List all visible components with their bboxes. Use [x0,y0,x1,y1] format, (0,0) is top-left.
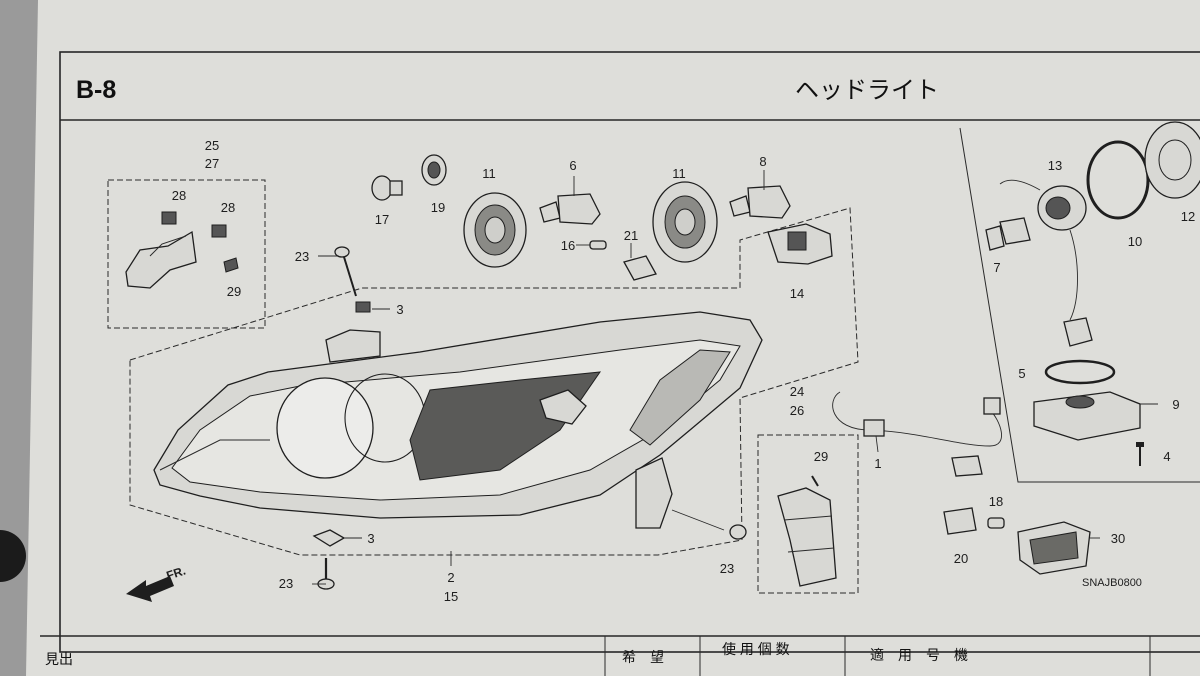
hid-bulb-7 [985,217,1031,251]
bulb-16 [589,240,607,250]
callout-4: 4 [1163,449,1170,464]
leader-lines [312,170,1158,585]
callout-labels: 25 27 28 28 29 17 19 11 6 16 11 21 8 14 … [172,138,1195,604]
callout-7: 7 [993,260,1000,275]
socket-20 [943,507,977,535]
clip-3a [355,301,371,313]
callout-24: 24 [790,384,804,399]
col-quantity: 使 用 個 数 [722,641,790,657]
callout-28b: 28 [221,200,235,215]
callout-11a: 11 [482,166,496,181]
socket-19 [421,154,447,186]
callout-3b: 3 [367,531,374,546]
callout-8: 8 [759,154,766,169]
bolt-23a [334,246,357,297]
callout-19: 19 [431,200,445,215]
bulb-8 [729,185,791,219]
wiring-harness-1 [832,391,1002,477]
callout-14: 14 [790,286,804,301]
gasket-5 [1044,359,1116,385]
bolt-23c [729,524,747,540]
callout-11b: 11 [672,166,686,181]
callout-21: 21 [624,228,638,243]
screw-29 [811,475,819,487]
callout-28a: 28 [172,188,186,203]
callout-9: 9 [1172,397,1179,412]
seal-11-right [652,181,718,263]
callout-13: 13 [1048,158,1062,173]
front-arrow-label: FR. [165,564,188,583]
callout-26: 26 [790,403,804,418]
callout-25: 25 [205,138,219,153]
bracket-kit-box-2 [757,434,859,594]
col-request: 希 望 [622,649,664,665]
callout-18: 18 [989,494,1003,509]
col-name: 見出 [45,651,73,667]
callout-3a: 3 [396,302,403,317]
cap-12 [1144,121,1200,199]
callout-12: 12 [1181,209,1195,224]
o-ring-10 [1086,140,1150,220]
igniter-13 [999,179,1093,347]
side-marker-30 [1017,521,1091,575]
callout-23b: 23 [279,576,293,591]
headlight-assembly-box [129,207,859,556]
bracket-kit-box [107,179,266,329]
parts-table-header: 見出 希 望 使 用 個 数 適 用 号 機 [45,636,1151,676]
binder-hole [0,530,26,582]
callout-27: 27 [205,156,219,171]
mount-bracket [125,211,239,289]
diagram-code: SNAJB0800 [1082,577,1142,589]
callout-5: 5 [1018,366,1025,381]
section-code: B-8 [76,76,116,104]
callout-2: 2 [447,570,454,585]
bulb-6 [539,193,601,225]
front-arrow-icon: FR. [126,564,187,602]
bulb-17 [371,175,403,201]
callout-15: 15 [444,589,458,604]
socket-21 [623,255,657,281]
callout-29b: 29 [814,449,828,464]
headlight-housing [153,311,763,529]
callout-1: 1 [874,456,881,471]
callout-10: 10 [1128,234,1142,249]
diagram-frame [59,51,1200,653]
callout-17: 17 [375,212,389,227]
section-title: ヘッドライト [795,77,939,104]
callout-23a: 23 [295,249,309,264]
hid-group-frame [959,127,1200,483]
socket-14 [767,223,833,265]
col-applicable: 適 用 号 機 [870,647,968,663]
callout-6: 6 [569,158,576,173]
callout-20: 20 [954,551,968,566]
ballast-9 [1033,391,1141,441]
callout-23c: 23 [720,561,734,576]
side-bracket [777,487,837,587]
callout-16: 16 [561,238,575,253]
seal-11-left [463,192,527,268]
callout-29a: 29 [227,284,241,299]
callout-30: 30 [1111,531,1125,546]
screw-4 [1136,442,1144,466]
bulb-18 [987,517,1005,529]
